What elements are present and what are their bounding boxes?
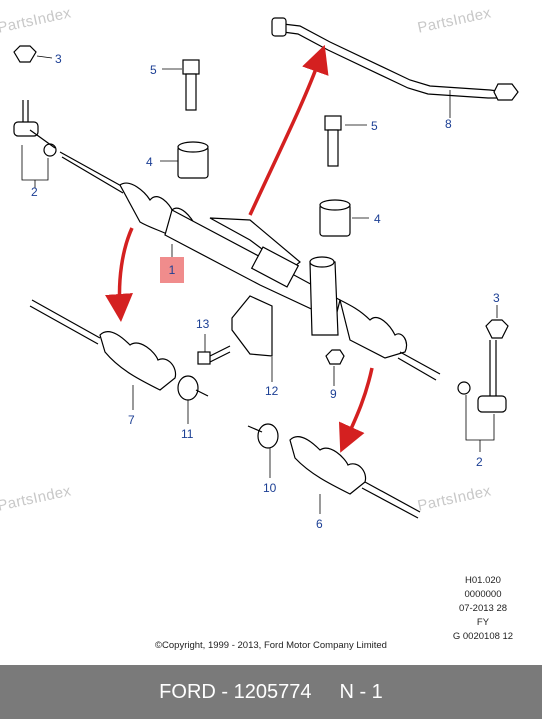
callout-1[interactable]: 1 — [168, 263, 176, 277]
ref-line-5: G 0020108 12 — [452, 631, 514, 642]
copyright-text: ©Copyright, 1999 - 2013, Ford Motor Comp… — [155, 640, 387, 651]
footer-part-number: FORD - 1205774 — [159, 680, 312, 703]
callout-4-left: 4 — [146, 155, 153, 169]
inner-tie-rod-right — [247, 423, 421, 519]
leader-lines — [21, 55, 498, 514]
pipe-part-8 — [271, 17, 519, 101]
callout-13: 13 — [196, 317, 210, 331]
ref-line-2: 0000000 — [464, 589, 502, 600]
arrow-to-right-tierod — [338, 367, 374, 453]
callout-8: 8 — [445, 117, 452, 131]
bracket-part-12 — [231, 295, 273, 357]
footer-page: N - 1 — [339, 680, 383, 703]
bushing-left — [177, 141, 209, 179]
callout-4-right: 4 — [374, 212, 381, 226]
inner-tie-rod-left — [29, 299, 209, 401]
nut-part-9 — [325, 349, 345, 365]
arrow-to-left-tierod — [105, 227, 134, 322]
callout-5-right: 5 — [371, 119, 378, 133]
bolt-right — [324, 115, 342, 167]
red-arrows — [105, 44, 374, 453]
highlight-part-1[interactable] — [160, 257, 184, 283]
tie-rod-end-left — [13, 100, 57, 157]
callout-5-left: 5 — [150, 63, 157, 77]
callout-3-top: 3 — [55, 52, 62, 66]
bolt-left — [182, 59, 200, 111]
callout-11: 11 — [181, 427, 194, 441]
footer-bar: FORD - 1205774 N - 1 — [0, 665, 542, 719]
steering-rack-part-1 — [59, 151, 441, 381]
callout-10: 10 — [263, 481, 277, 495]
nut-top-left — [13, 45, 37, 63]
ref-line-3: 07-2013 28 — [458, 603, 508, 614]
arrow-to-pipe — [248, 44, 329, 216]
ref-line-4: FY — [476, 617, 490, 628]
callout-7: 7 — [128, 413, 135, 427]
callout-2-right: 2 — [476, 455, 483, 469]
bolt-part-13 — [197, 345, 231, 365]
steering-rack-diagram: 3 2 5 4 5 4 8 3 2 13 12 9 7 11 10 6 — [13, 17, 519, 531]
bushing-right — [319, 199, 351, 237]
callout-2-left: 2 — [31, 185, 38, 199]
callout-9: 9 — [330, 387, 337, 401]
tie-rod-end-right — [457, 340, 507, 413]
callout-6: 6 — [316, 517, 323, 531]
drawing-reference: H01.020 0000000 07-2013 28 FY G 0020108 … — [438, 574, 528, 644]
callout-3-right: 3 — [493, 291, 500, 305]
nut-right — [485, 319, 509, 339]
ref-line-1: H01.020 — [465, 575, 501, 586]
callout-12: 12 — [265, 384, 279, 398]
